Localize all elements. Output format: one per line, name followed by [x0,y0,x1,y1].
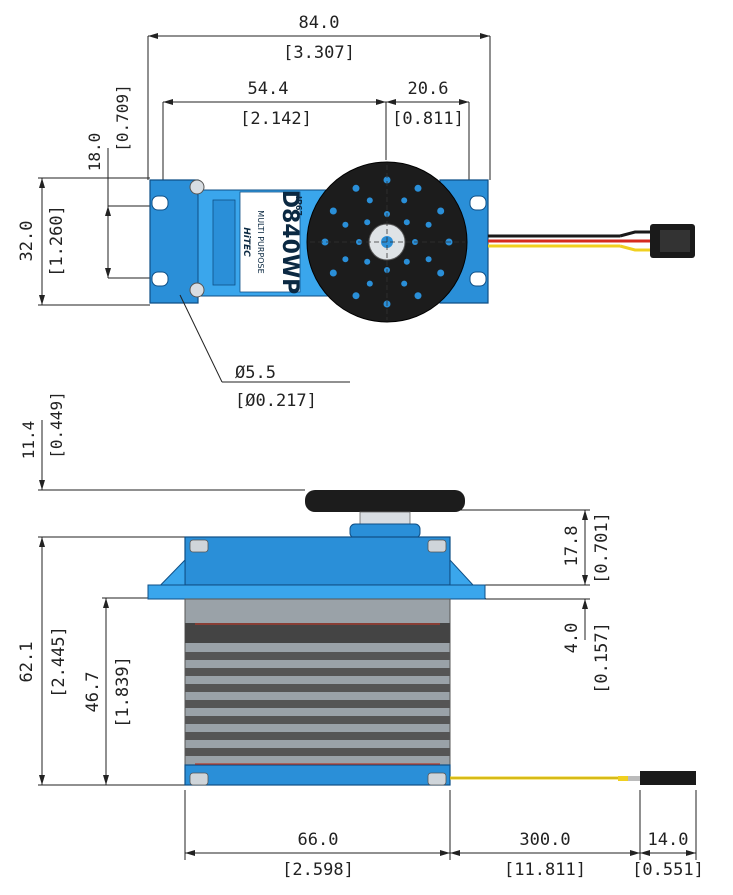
screw-icon [189,282,205,298]
horn-hole [352,292,360,300]
heatsink-fin [185,700,450,708]
heatsink-fin [185,652,450,660]
heatsink-fin [185,684,450,692]
mount-slot-icon [469,271,487,287]
horn-hole [403,219,410,226]
dim-top-width-mm: 84.0 [299,13,340,33]
dim-hole-spacing: 32.0 [1.260] [17,177,160,306]
horn-hole [364,219,371,226]
horn-hole [329,207,337,215]
horn-hole [437,207,445,215]
dim-overall-height-in: [2.445] [49,626,69,698]
dim-body-length-in: [2.598] [282,860,354,880]
heatsink-fin [185,748,450,756]
dim-body-height-in: [1.839] [113,656,133,728]
dim-flange-thickness-mm: 4.0 [562,623,582,654]
dim-hole-offset: 18.0 [0.709] [85,84,160,207]
dim-top-to-flange-in: [0.701] [592,512,612,584]
dim-top-to-flange-mm: 17.8 [562,526,582,567]
horn-side [305,490,465,512]
ip-rating: IP67 [294,196,303,216]
wire-top [488,224,695,258]
mount-slot-icon [469,195,487,211]
dim-horn-height-mm: 11.4 [19,421,38,460]
dim-top-width-in: [3.307] [283,43,355,63]
brand-name: HiTEC [241,227,251,257]
dim-right-span-mm: 20.6 [408,79,449,99]
dim-right-span-in: [0.811] [392,109,464,129]
dim-horn-height-in: [0.449] [47,391,66,458]
horn-hole [342,221,349,228]
dim-body-height-mm: 46.7 [83,672,103,713]
horn-hole [366,280,373,287]
dim-overall-height: 62.1 [2.445] [17,536,185,786]
dim-wire-length-mm: 300.0 [519,830,570,850]
side-view: 11.4 [0.449] 62.1 [2.445] 46.7 [1.839] [17,391,704,880]
dim-right-heights: 17.8 [0.701] 4.0 [0.157] [415,509,612,694]
heatsink-fin [185,668,450,676]
dim-hole-spacing-mm: 32.0 [17,221,37,262]
model-name: D840WP [277,190,302,295]
horn-hole [437,269,445,277]
horn-hole [364,258,371,265]
horn-hole [383,176,391,184]
horn-hole [425,221,432,228]
dim-horn-height: 11.4 [0.449] [19,391,305,491]
dim-hole-diameter-in: [Ø0.217] [235,391,317,411]
dim-left-span-in: [2.142] [240,109,312,129]
dim-body-length-mm: 66.0 [298,830,339,850]
horn-hole [414,184,422,192]
horn-hole [401,197,408,204]
model-subtitle: MULTI PURPOSE [256,210,265,273]
screw-icon [189,772,209,786]
screw-icon [427,539,447,553]
dim-connector-length-in: [0.551] [632,860,704,880]
servo-side-body [146,490,487,786]
dim-hole-offset-mm: 18.0 [85,133,104,172]
wire-side [450,771,696,785]
connector-side-icon [640,771,696,785]
top-view: 84.0 [3.307] 54.4 [2.142] 20.6 [0.811] 1… [17,13,695,411]
horn-hole [342,256,349,263]
screw-icon [189,179,205,195]
horn-hole [401,280,408,287]
dim-bottom: 66.0 [2.598] 300.0 [11.811] 14.0 [0.551] [184,790,704,880]
dim-hole-diameter-mm: Ø5.5 [235,363,276,383]
mount-slot-icon [151,195,169,211]
horn-hole [366,197,373,204]
horn-hole [321,238,329,246]
screw-icon [189,539,209,553]
dim-hole-spacing-in: [1.260] [47,205,67,277]
horn-hole [425,256,432,263]
screw-icon [427,772,447,786]
mount-slot-icon [151,271,169,287]
servo-horn-top [306,161,468,323]
horn-hole [403,258,410,265]
dim-top-width: 84.0 [3.307] [147,13,491,180]
dim-connector-length-mm: 14.0 [648,830,689,850]
heatsink-fin [185,732,450,740]
product-label [239,191,301,293]
dim-top-spans: 54.4 [2.142] 20.6 [0.811] [162,79,470,180]
horn-hole [352,184,360,192]
heatsink-fins [185,652,450,756]
dim-left-span-mm: 54.4 [248,79,289,99]
dim-hole-offset-in: [0.709] [113,84,132,151]
horn-hole [329,269,337,277]
horn-hole [414,292,422,300]
dim-wire-length-in: [11.811] [504,860,586,880]
dim-flange-thickness-in: [0.157] [592,622,612,694]
dim-hole-diameter: Ø5.5 [Ø0.217] [179,294,350,411]
dim-body-height: 46.7 [1.839] [83,597,150,785]
dim-overall-height-mm: 62.1 [17,642,37,683]
heatsink-fin [185,716,450,724]
